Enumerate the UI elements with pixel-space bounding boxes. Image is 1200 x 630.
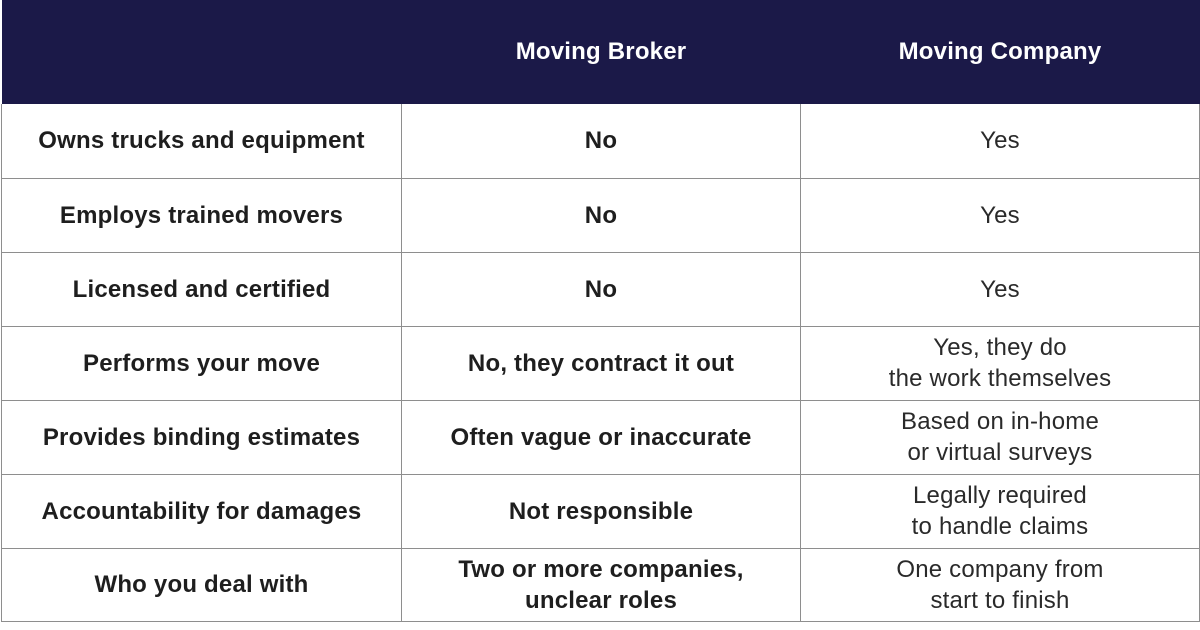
company-text-line-2: or virtual surveys	[907, 439, 1093, 466]
company-text: Yes	[980, 127, 1020, 155]
company-text-line-1: Yes, they do	[933, 334, 1067, 361]
company-cell: Yes	[800, 104, 1200, 179]
broker-text: No	[584, 275, 618, 303]
broker-text: Not responsible	[508, 497, 694, 525]
broker-cell: No, they contract it out	[401, 325, 801, 401]
table-row: Accountability for damages Not responsib…	[1, 473, 1200, 549]
table-body: Owns trucks and equipment No Yes Employs…	[1, 104, 1200, 622]
broker-text: Often vague or inaccurate	[450, 423, 752, 451]
broker-cell: No	[401, 251, 801, 327]
company-text-line-1: Based on in-home	[901, 408, 1099, 435]
table-row: Who you deal with Two or more companies,…	[1, 547, 1200, 622]
header-moving-company: Moving Company	[800, 0, 1200, 104]
feature-cell: Who you deal with	[1, 547, 402, 622]
table-row: Licensed and certified No Yes	[1, 251, 1200, 327]
company-cell: Based on in-home or virtual surveys	[800, 399, 1200, 475]
header-row: Moving Broker Moving Company	[1, 0, 1200, 104]
table-row: Provides binding estimates Often vague o…	[1, 399, 1200, 475]
broker-text: No	[584, 201, 618, 229]
broker-cell: No	[401, 104, 801, 179]
feature-cell: Provides binding estimates	[1, 399, 402, 475]
broker-cell: Two or more companies, unclear roles	[401, 547, 801, 622]
company-text-line-2: start to finish	[930, 586, 1070, 614]
table-row: Owns trucks and equipment No Yes	[1, 104, 1200, 179]
feature-cell: Employs trained movers	[1, 177, 402, 253]
header-feature-cell	[1, 0, 402, 104]
company-text-line-2: the work themselves	[888, 365, 1112, 392]
feature-cell: Accountability for damages	[1, 473, 402, 549]
table-header: Moving Broker Moving Company	[1, 0, 1200, 104]
company-text-line-2: to handle claims	[911, 513, 1089, 540]
broker-cell: Not responsible	[401, 473, 801, 549]
company-cell: Legally required to handle claims	[800, 473, 1200, 549]
company-text: Yes	[980, 201, 1020, 229]
broker-cell: No	[401, 177, 801, 253]
broker-text: No, they contract it out	[467, 349, 735, 377]
broker-text-line-1: Two or more companies,	[458, 555, 744, 583]
company-cell: One company from start to finish	[800, 547, 1200, 622]
broker-cell: Often vague or inaccurate	[401, 399, 801, 475]
company-cell: Yes, they do the work themselves	[800, 325, 1200, 401]
feature-cell: Owns trucks and equipment	[1, 104, 402, 179]
feature-cell: Performs your move	[1, 325, 402, 401]
table-row: Employs trained movers No Yes	[1, 177, 1200, 253]
broker-text-line-2: unclear roles	[524, 586, 677, 614]
company-text-line-1: Legally required	[913, 482, 1087, 509]
broker-text: No	[584, 127, 618, 155]
company-cell: Yes	[800, 251, 1200, 327]
company-cell: Yes	[800, 177, 1200, 253]
company-text-line-1: One company from	[896, 555, 1104, 583]
company-text: Yes	[980, 275, 1020, 303]
table-row: Performs your move No, they contract it …	[1, 325, 1200, 401]
header-moving-broker: Moving Broker	[401, 0, 801, 104]
feature-cell: Licensed and certified	[1, 251, 402, 327]
